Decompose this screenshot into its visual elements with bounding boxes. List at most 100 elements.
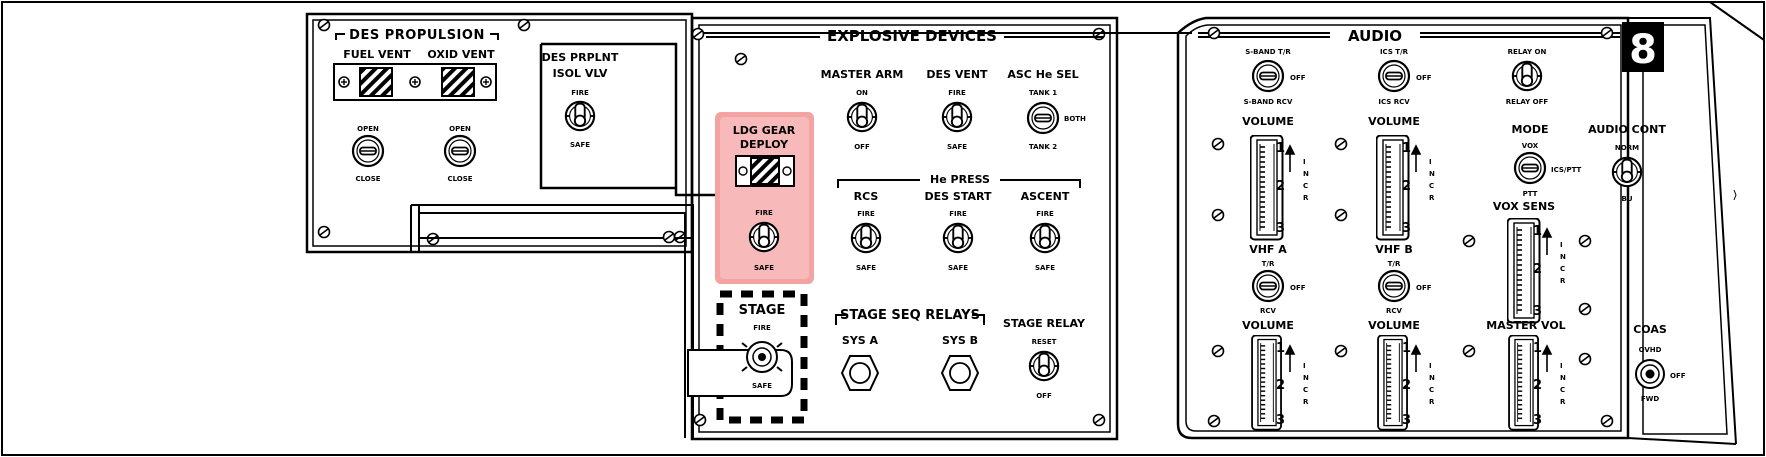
ldg-gear-deploy-switch[interactable] [748, 221, 780, 253]
ldg-gear-safe-label: SAFE [754, 264, 774, 272]
asc-he-tank2-label: TANK 2 [1029, 143, 1057, 151]
ldg-gear-deploy-section: LDG GEAR DEPLOY FIRE SAFE [715, 112, 814, 284]
ldg-gear-talkback [750, 157, 780, 185]
coas-ovhd-label: OVHD [1639, 346, 1662, 354]
des-vent-switch[interactable] [941, 101, 973, 133]
asc-he-sel-label: ASC He SEL [1007, 68, 1078, 81]
des-prplnt-isol-vlv-switch[interactable] [564, 100, 596, 132]
oxid-vent-switch[interactable] [443, 134, 477, 168]
coas-switch[interactable] [1635, 359, 1665, 389]
audio-title: AUDIO [1348, 27, 1402, 45]
master-arm-switch[interactable] [846, 101, 878, 133]
vox-sens-label: VOX SENS [1493, 200, 1555, 213]
des-start-switch[interactable] [942, 222, 974, 254]
vhf-b-switch[interactable] [1377, 269, 1411, 303]
tw3-scale-2: 2 [1533, 262, 1542, 277]
ascent-fire-label: FIRE [1036, 210, 1054, 218]
des-vent-fire-label: FIRE [948, 89, 966, 97]
asc-he-sel-switch[interactable] [1026, 101, 1060, 135]
svg-text:N: N [1560, 374, 1566, 382]
svg-text:I: I [1303, 158, 1306, 166]
audio-cont-bu-label: BU [1621, 195, 1632, 203]
thumbwheel-vox-sens[interactable]: 1 2 3 [1507, 218, 1543, 324]
ics-switch[interactable] [1377, 59, 1411, 93]
panel-number-badge [1622, 22, 1664, 72]
vhf-b-off-label: OFF [1416, 284, 1432, 292]
sband-tr-label: S-BAND T/R [1245, 48, 1291, 56]
sys-b-label: SYS B [942, 334, 978, 347]
stage-relay-off-label: OFF [1036, 392, 1052, 400]
coas-off-label: OFF [1670, 372, 1686, 380]
ldg-gear-fire-label: FIRE [755, 209, 773, 217]
sys-a-label: SYS A [842, 334, 879, 347]
oxid-open-label: OPEN [449, 125, 471, 133]
frame-corner-edge [1709, 1, 1765, 41]
oxid-vent-talkback [441, 67, 475, 97]
vhf-b-label: VHF B [1375, 243, 1412, 256]
svg-text:C: C [1429, 182, 1434, 190]
svg-text:I: I [1560, 241, 1563, 249]
incr-indicators [1284, 144, 1553, 372]
stage-relay-reset-label: RESET [1032, 338, 1057, 346]
isol-vlv-label: ISOL VLV [553, 67, 608, 80]
svg-text:R: R [1303, 194, 1309, 202]
tw3-scale-1: 1 [1533, 224, 1542, 239]
relay-switch[interactable] [1511, 60, 1543, 92]
audio-cont-switch[interactable] [1611, 156, 1643, 188]
fuel-close-label: CLOSE [355, 175, 380, 183]
des-prplnt-isol-vlv-section: DES PRPLNT ISOL VLV FIRE SAFE [539, 42, 718, 197]
tw5-scale-1: 1 [1402, 341, 1411, 356]
ascent-label: ASCENT [1021, 190, 1070, 203]
sys-a-button[interactable] [841, 355, 879, 391]
stage-relay-label: STAGE RELAY [1003, 317, 1086, 330]
sband-rcv-label: S-BAND RCV [1244, 98, 1293, 106]
mode-vox-label: VOX [1522, 142, 1539, 150]
svg-text:I: I [1429, 158, 1432, 166]
des-start-fire-label: FIRE [949, 210, 967, 218]
stage-switch[interactable] [741, 341, 783, 373]
thumbwheel-volume-2[interactable]: 1 2 3 [1376, 135, 1412, 241]
fuel-vent-switch[interactable] [351, 134, 385, 168]
des-propulsion-panel: DES PROPULSION FUEL VENT OXID VENT OPEN … [305, 12, 694, 254]
relay-off-label: RELAY OFF [1506, 98, 1549, 106]
svg-text:C: C [1303, 386, 1308, 394]
volume-1-label: VOLUME [1242, 115, 1294, 128]
sband-off-label: OFF [1290, 74, 1306, 82]
ascent-switch[interactable] [1029, 222, 1061, 254]
tw5-scale-3: 3 [1402, 413, 1411, 428]
master-arm-on-label: ON [856, 89, 868, 97]
vhf-a-switch[interactable] [1251, 269, 1285, 303]
vhf-a-tr-label: T/R [1262, 260, 1275, 268]
svg-text:C: C [1429, 386, 1434, 394]
des-propulsion-title: DES PROPULSION [349, 28, 485, 43]
rcs-fire-label: FIRE [857, 210, 875, 218]
sys-b-button[interactable] [941, 355, 979, 391]
vhf-a-rcv-label: RCV [1260, 307, 1277, 315]
mode-switch[interactable] [1513, 151, 1547, 185]
tw1-scale-3: 3 [1276, 221, 1285, 236]
fuel-vent-talkback [359, 67, 393, 97]
tw6-scale-1: 1 [1533, 341, 1542, 356]
tw4-scale-2: 2 [1276, 378, 1285, 393]
stage-seq-relays-label: STAGE SEQ RELAYS [840, 308, 980, 323]
sband-switch[interactable] [1251, 59, 1285, 93]
audio-cont-norm-label: NORM [1615, 144, 1639, 152]
stage-relay-switch[interactable] [1028, 350, 1060, 382]
volume-3-label: VOLUME [1242, 319, 1294, 332]
tw6-scale-3: 3 [1533, 413, 1542, 428]
stage-label: STAGE [739, 303, 786, 318]
tw6-scale-2: 2 [1533, 378, 1542, 393]
rcs-switch[interactable] [850, 222, 882, 254]
mode-ptt-label: PTT [1523, 190, 1538, 198]
panel-number: 8 [1629, 27, 1657, 73]
des-vent-safe-label: SAFE [947, 143, 967, 151]
thumbwheel-volume-1[interactable]: 1 2 3 [1250, 135, 1286, 241]
thumbwheel-volume-3[interactable]: 1 2 3 [1251, 335, 1285, 431]
thumbwheel-volume-4[interactable]: 1 2 3 [1377, 335, 1411, 431]
tw4-scale-3: 3 [1276, 413, 1285, 428]
stage-fire-label: FIRE [753, 324, 771, 332]
thumbwheel-master-vol[interactable]: 1 2 3 [1508, 335, 1542, 431]
des-start-safe-label: SAFE [948, 264, 968, 272]
